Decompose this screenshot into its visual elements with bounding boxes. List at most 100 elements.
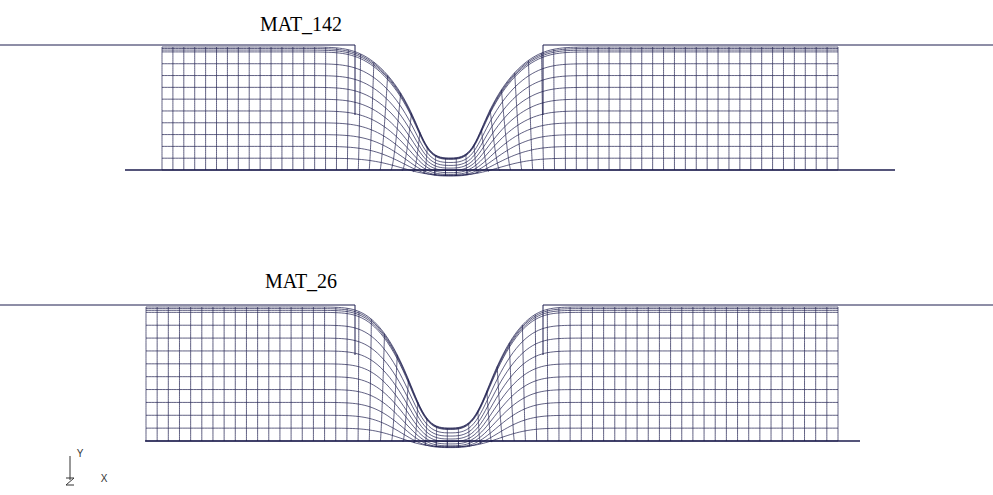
die-wall [355,305,356,355]
mesh-line [257,307,258,441]
mesh-line [205,47,206,170]
mesh-line [456,158,457,176]
mesh-line [347,50,349,170]
mesh-line [303,47,304,170]
mesh-line [425,418,427,445]
mesh-line [179,307,180,441]
mesh-line [302,307,303,441]
mesh-line [696,47,697,170]
mesh-line [162,47,163,170]
mesh-line [291,307,292,441]
mesh-line [380,334,384,441]
axis-line [66,485,74,486]
mesh-line [805,47,806,170]
mesh-line [313,307,314,441]
die-line [543,45,993,46]
mesh-line [172,47,173,170]
mesh-line [581,307,582,441]
mesh-line [436,426,437,447]
mesh-line [146,312,838,429]
mesh-line [558,308,559,441]
mesh-line [515,73,522,170]
mesh-line [739,47,740,170]
mesh-line [246,307,247,441]
mesh-line [335,307,336,441]
mesh-line [314,47,315,170]
mesh-line [707,47,708,170]
mesh-line [670,307,671,441]
mesh-line [547,309,548,441]
mesh-line [227,47,228,170]
mesh-line [726,307,727,441]
mesh-line [553,49,555,170]
mesh-line [815,307,816,441]
mesh-line [403,379,409,441]
mesh-line [194,47,195,170]
mesh-line [659,307,660,441]
mesh-line [146,390,838,446]
mesh-line [759,307,760,441]
mesh-line [162,135,838,176]
mesh-line [782,307,783,441]
mesh-line [271,47,272,170]
mesh-line [235,307,236,441]
mesh-line [324,307,325,441]
mesh-line [535,314,536,441]
mesh-line [435,155,436,175]
mesh-line [619,47,620,170]
mesh-line [402,113,412,170]
mesh-panel [0,305,993,448]
mesh-line [146,377,838,444]
die-line [543,305,993,306]
mesh-line [718,47,719,170]
mesh-line [630,47,631,170]
mesh-line [146,310,838,429]
mesh-line [783,47,784,170]
mesh-line [592,307,593,441]
mesh-line [481,129,489,171]
mesh-line [336,48,337,170]
die-wall [355,45,356,115]
mesh-line [816,47,817,170]
mesh-line [826,307,827,441]
mesh-line [380,75,388,170]
mesh-line [468,423,470,446]
mesh-line [737,307,738,441]
mesh-line [771,307,772,441]
mesh-line [715,307,716,441]
mesh-line [625,307,626,441]
mesh-line [522,325,525,441]
mesh-line [268,307,269,441]
mesh-line [692,307,693,441]
mesh-line [761,47,762,170]
mesh-line [183,47,184,170]
mesh-line [704,307,705,441]
mesh-line [162,146,838,176]
mesh-line [542,53,544,170]
mesh-line [146,428,838,447]
mesh-line [478,411,481,444]
axis-line [70,456,71,480]
mesh-line [637,307,638,441]
axis-line [66,478,74,479]
mesh-line [201,307,202,441]
die-line [0,45,355,46]
mesh-line [162,123,838,175]
mesh-line [641,47,642,170]
mesh-line [249,47,250,170]
mesh-line [728,47,729,170]
mesh-line [146,415,838,447]
mesh-line [576,47,577,170]
mesh-line [603,307,604,441]
mesh-line [750,47,751,170]
mesh-line [648,307,649,441]
axis-label: Y [77,449,84,459]
mesh-line [162,48,838,158]
mesh-line [458,427,459,447]
mesh-line [587,47,588,170]
mesh-line [238,47,239,170]
mesh-line [501,90,510,170]
mesh-line [794,47,795,170]
mesh-line [570,307,571,441]
